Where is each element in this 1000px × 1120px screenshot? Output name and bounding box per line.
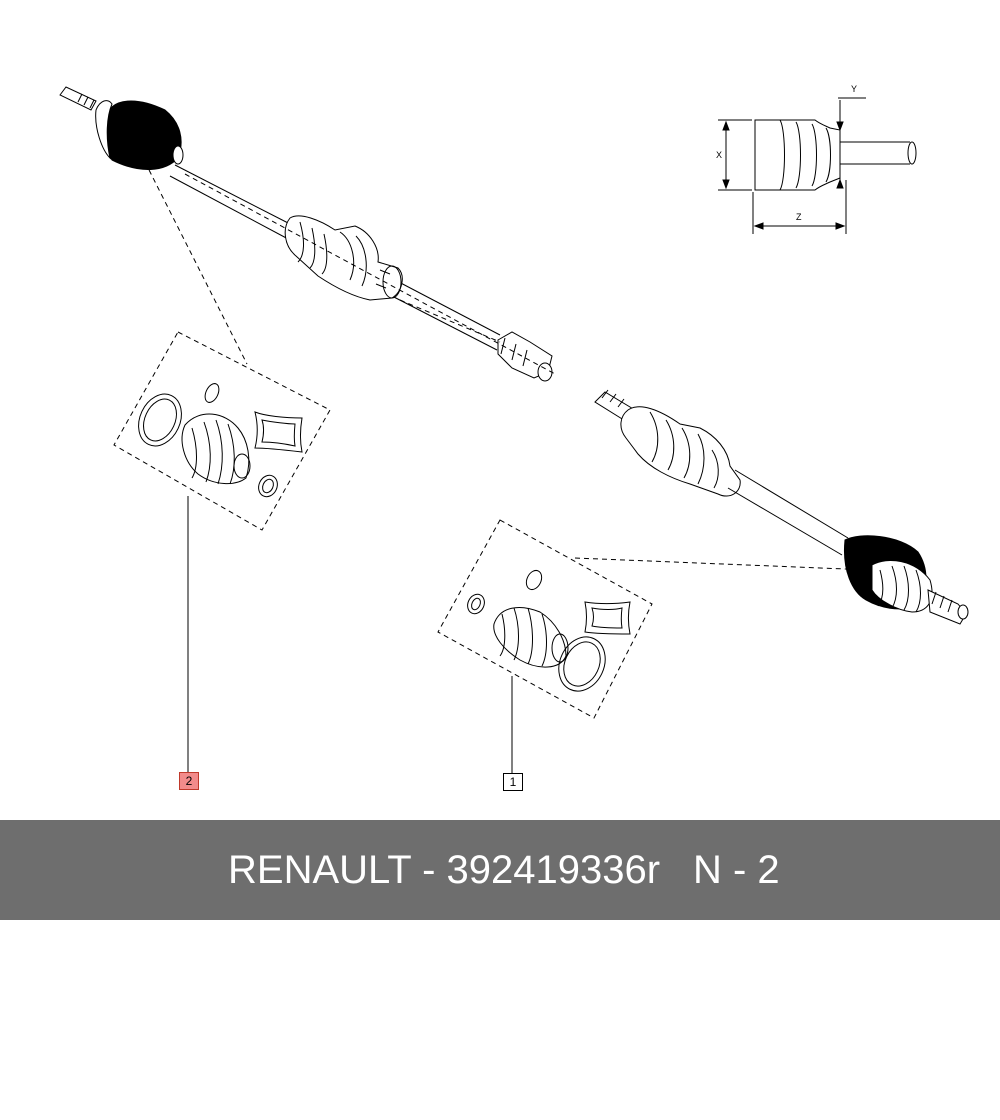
- position-number: N - 2: [693, 848, 780, 892]
- callout-right-kit[interactable]: 1: [503, 773, 523, 791]
- drive-shaft-left: [59, 86, 553, 382]
- dimension-z-label: Z: [796, 212, 802, 222]
- dimension-x-label: X: [716, 150, 722, 160]
- cv-boot-kit-right: [437, 519, 871, 773]
- cv-boot-kit-left: [113, 161, 556, 772]
- exploded-parts-diagram: X Y Z: [59, 84, 969, 773]
- dimension-y-label: Y: [851, 84, 857, 94]
- footer-bar: RENAULT - 392419336r N - 2: [0, 820, 1000, 920]
- boot-dimension-detail: [718, 97, 917, 234]
- drive-shaft-right: [594, 389, 969, 625]
- callout-left-kit[interactable]: 2: [179, 772, 199, 790]
- part-number: RENAULT - 392419336r: [228, 848, 661, 892]
